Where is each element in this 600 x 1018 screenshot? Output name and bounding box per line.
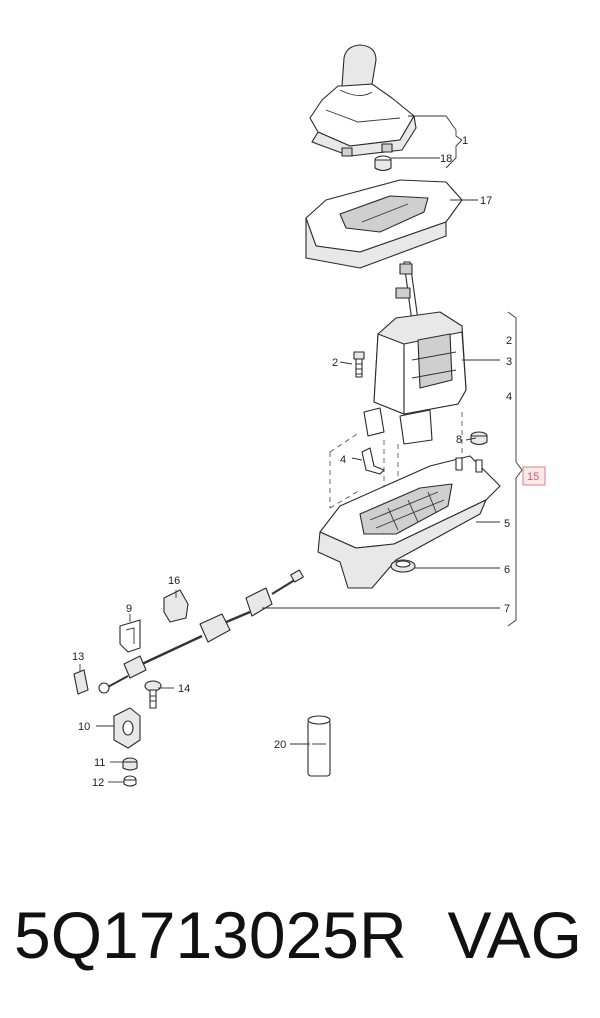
- washer-part-11: [122, 757, 138, 771]
- callout-3: 3: [506, 356, 512, 368]
- callout-7: 7: [504, 603, 510, 615]
- callout-14: 14: [178, 683, 190, 695]
- clip-part-4: [361, 447, 385, 475]
- clip-part-13: [73, 669, 89, 695]
- bolt-part-14: [144, 680, 162, 709]
- mount-part-10: [113, 707, 141, 749]
- callout-1: 1: [462, 135, 468, 147]
- callout-12: 12: [92, 777, 104, 789]
- part-info-footer: 5Q1713025R VAG: [0, 890, 600, 1000]
- callout-6: 6: [504, 564, 510, 576]
- callout-16: 16: [168, 575, 180, 587]
- callout-2-left: 2: [332, 357, 338, 369]
- gear-knob-and-boot: [309, 44, 417, 157]
- leader-lines: [79, 115, 523, 783]
- exploded-parts-diagram: 1 18 17 2 3 4 2 4 8 15 5 6 7 16 9 13 14 …: [72, 44, 546, 789]
- callout-15: 15: [527, 471, 539, 483]
- bolt-part-2: [353, 351, 365, 378]
- grommet-part-6: [390, 559, 416, 573]
- part-number: 5Q1713025R: [14, 898, 407, 972]
- bracket-part-16: [163, 589, 189, 623]
- callout-4-left: 4: [340, 454, 346, 466]
- selector-housing-part-3: [363, 311, 467, 445]
- clip-part-9: [119, 619, 141, 653]
- callout-8: 8: [456, 434, 462, 446]
- callout-11: 11: [94, 757, 105, 769]
- bush-part-18: [374, 155, 392, 172]
- callout-5: 5: [504, 518, 510, 530]
- callout-10: 10: [78, 721, 90, 733]
- callout-18: 18: [440, 153, 452, 165]
- callout-20: 20: [274, 739, 286, 751]
- callout-13: 13: [72, 651, 84, 663]
- callout-17: 17: [480, 195, 492, 207]
- shift-rod: [395, 261, 419, 323]
- callout-9: 9: [126, 603, 132, 615]
- nut-part-12: [123, 775, 137, 787]
- brand-name: VAG: [447, 898, 582, 972]
- callout-labels: 1 18 17 2 3 4 2 4 8 15 5 6 7 16 9 13 14 …: [72, 135, 546, 789]
- cover-frame-part-17: [305, 179, 463, 269]
- callout-2-right: 2: [506, 335, 512, 347]
- base-housing-part-5: [317, 455, 501, 589]
- lubricant-tube-part-20: [307, 715, 331, 777]
- selector-cable-part-7: [98, 569, 304, 694]
- callout-15-box: [522, 466, 546, 486]
- callout-4-right: 4: [506, 391, 512, 403]
